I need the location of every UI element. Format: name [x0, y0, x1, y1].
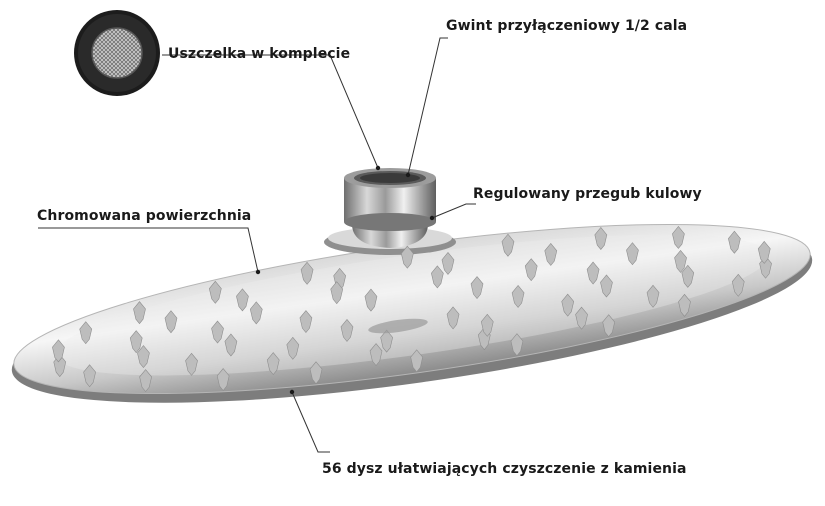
nozzle — [380, 329, 393, 353]
nozzle — [678, 293, 691, 317]
nozzle — [211, 320, 224, 344]
label-chrome-surface: Chromowana powierzchnia — [37, 208, 252, 224]
nozzle — [330, 281, 344, 305]
nozzle — [208, 280, 222, 304]
nozzle — [594, 227, 608, 250]
nozzle — [164, 310, 178, 334]
label-nozzles: 56 dysz ułatwiających czyszczenie z kami… — [322, 461, 687, 477]
nozzle — [731, 273, 745, 297]
nozzle — [626, 242, 639, 266]
nozzle — [52, 339, 65, 363]
nozzle — [672, 225, 685, 249]
nozzle — [728, 230, 741, 254]
nozzle — [410, 349, 423, 373]
nozzle — [224, 333, 238, 357]
gasket-icon — [74, 10, 160, 96]
nozzle — [83, 364, 96, 388]
nozzle — [249, 301, 263, 325]
leader-lines — [38, 37, 476, 453]
nozzle — [133, 301, 146, 325]
nozzle — [139, 369, 152, 393]
nozzle — [510, 333, 524, 357]
nozzle — [757, 240, 771, 264]
nozzle — [586, 261, 600, 285]
nozzle — [544, 242, 558, 266]
nozzle — [501, 233, 515, 257]
nozzle — [266, 352, 280, 376]
leader-chrome — [38, 227, 259, 273]
nozzle — [674, 249, 687, 273]
nozzle — [431, 265, 444, 289]
nozzle — [129, 330, 143, 354]
leader-nozzles — [291, 391, 330, 453]
nozzle — [480, 313, 494, 337]
nozzle — [646, 284, 660, 308]
nozzle — [236, 288, 249, 312]
nozzle — [681, 264, 695, 288]
nozzle — [441, 251, 455, 275]
nozzle — [470, 276, 484, 300]
nozzle — [401, 245, 414, 269]
nozzle-group — [52, 225, 772, 393]
nozzle — [369, 343, 383, 367]
nozzle — [137, 345, 150, 369]
nozzle — [309, 361, 323, 385]
nozzle — [299, 310, 313, 334]
leader-dots — [255, 165, 435, 395]
leader-joint — [431, 203, 476, 219]
nozzle — [600, 274, 613, 298]
label-thread: Gwint przyłączeniowy 1/2 cala — [446, 18, 688, 34]
nozzle — [524, 258, 538, 282]
label-ball-joint: Regulowany przegub kulowy — [473, 186, 702, 202]
leader-gasket — [162, 54, 379, 169]
nozzle — [300, 261, 314, 285]
nozzle — [286, 336, 300, 360]
nozzle — [79, 321, 93, 345]
nozzle — [511, 284, 525, 308]
nozzle — [185, 352, 198, 376]
nozzle — [561, 293, 575, 317]
nozzle — [575, 306, 588, 330]
label-gasket: Uszczelka w komplecie — [168, 46, 351, 62]
nozzle — [216, 368, 230, 391]
nozzle — [446, 306, 460, 330]
nozzle — [340, 318, 354, 342]
nozzle — [364, 288, 378, 312]
nozzle — [602, 314, 616, 338]
leader-thread — [407, 37, 448, 176]
